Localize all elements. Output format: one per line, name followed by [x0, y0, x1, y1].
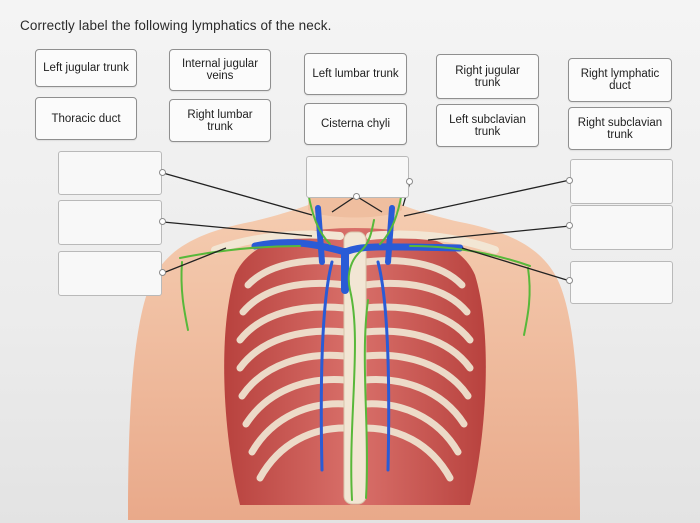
- clavicle-right: [366, 230, 499, 254]
- label-right-lymphatic-duct[interactable]: Right lymphatic duct: [568, 58, 672, 102]
- label-left-jugular-trunk[interactable]: Left jugular trunk: [35, 49, 137, 87]
- label-cisterna-chyli[interactable]: Cisterna chyli: [304, 103, 407, 145]
- connector-dot: [159, 269, 166, 276]
- label-right-subclavian-trunk[interactable]: Right subclavian trunk: [568, 107, 672, 150]
- label-text: Right lumbar trunk: [187, 108, 253, 133]
- connector-dot: [566, 177, 573, 184]
- ribs: [236, 257, 474, 482]
- drop-target-left-2[interactable]: [58, 200, 162, 245]
- connector-dot: [159, 169, 166, 176]
- label-text: Left lumbar trunk: [312, 68, 399, 80]
- drop-target-right-2[interactable]: [570, 205, 673, 250]
- drop-target-left-1[interactable]: [58, 151, 162, 195]
- clavicle-left: [211, 230, 344, 254]
- label-left-lumbar-trunk[interactable]: Left lumbar trunk: [304, 53, 407, 95]
- label-text: Right subclavian trunk: [577, 116, 663, 141]
- question-prompt: Correctly label the following lymphatics…: [20, 18, 332, 33]
- label-thoracic-duct[interactable]: Thoracic duct: [35, 97, 137, 140]
- connector-dot: [159, 218, 166, 225]
- connector-dot: [566, 222, 573, 229]
- drop-target-left-3[interactable]: [58, 251, 162, 296]
- connector-dot: [566, 277, 573, 284]
- drop-target-right-3[interactable]: [570, 261, 673, 304]
- label-left-subclavian-trunk[interactable]: Left subclavian trunk: [436, 104, 539, 147]
- label-text: Right lymphatic duct: [580, 68, 660, 92]
- drop-target-center[interactable]: [306, 156, 409, 198]
- label-text: Cisterna chyli: [320, 118, 391, 130]
- connector-dot: [353, 193, 360, 200]
- label-text: Thoracic duct: [51, 112, 121, 125]
- label-internal-jugular-veins[interactable]: Internal jugular veins: [169, 49, 271, 91]
- leader-lines: [162, 172, 571, 282]
- label-text: Left subclavian trunk: [449, 113, 526, 138]
- connector-dot: [406, 178, 413, 185]
- veins: [251, 205, 464, 472]
- label-right-jugular-trunk[interactable]: Right jugular trunk: [436, 54, 539, 99]
- drop-target-right-1[interactable]: [570, 159, 673, 204]
- lymphatic-vessels: [179, 191, 531, 501]
- label-text: Left jugular trunk: [43, 62, 129, 74]
- label-text: Right jugular trunk: [455, 64, 520, 89]
- label-right-lumbar-trunk[interactable]: Right lumbar trunk: [169, 99, 271, 142]
- label-text: Internal jugular veins: [181, 58, 259, 82]
